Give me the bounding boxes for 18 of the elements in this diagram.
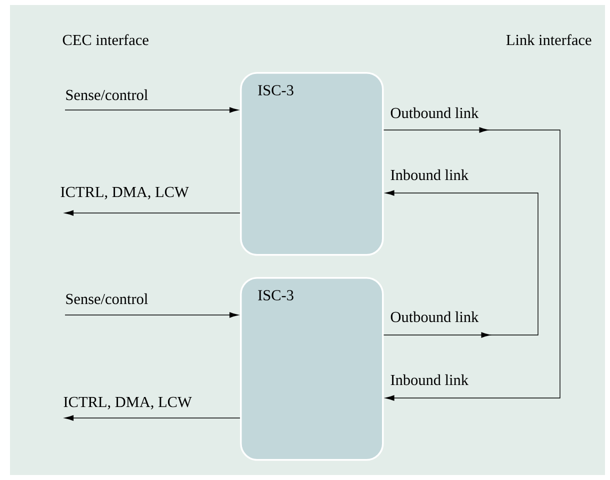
edge-label: Sense/control (66, 89, 148, 100)
arrow (383, 127, 560, 401)
link-label: Outbound link (390, 311, 479, 322)
edge-label: Sense/control (66, 293, 148, 304)
arrow (383, 190, 538, 338)
edge-label: ICTRL, DMA, LCW (60, 186, 189, 200)
arrow (64, 312, 238, 318)
process-box: ISC-3 (240, 277, 384, 461)
link-label: Outbound link (390, 107, 479, 118)
edge-label: ICTRL, DMA, LCW (64, 396, 192, 410)
arrow (64, 415, 240, 421)
link-label: Inbound link (390, 374, 469, 386)
process-box: ISC-3 (240, 72, 384, 256)
arrow (64, 210, 240, 216)
link-label: Inbound link (390, 169, 469, 180)
arrow (64, 107, 238, 113)
interface-label: Link interface (506, 34, 592, 46)
interface-label: CEC interface (62, 34, 148, 46)
